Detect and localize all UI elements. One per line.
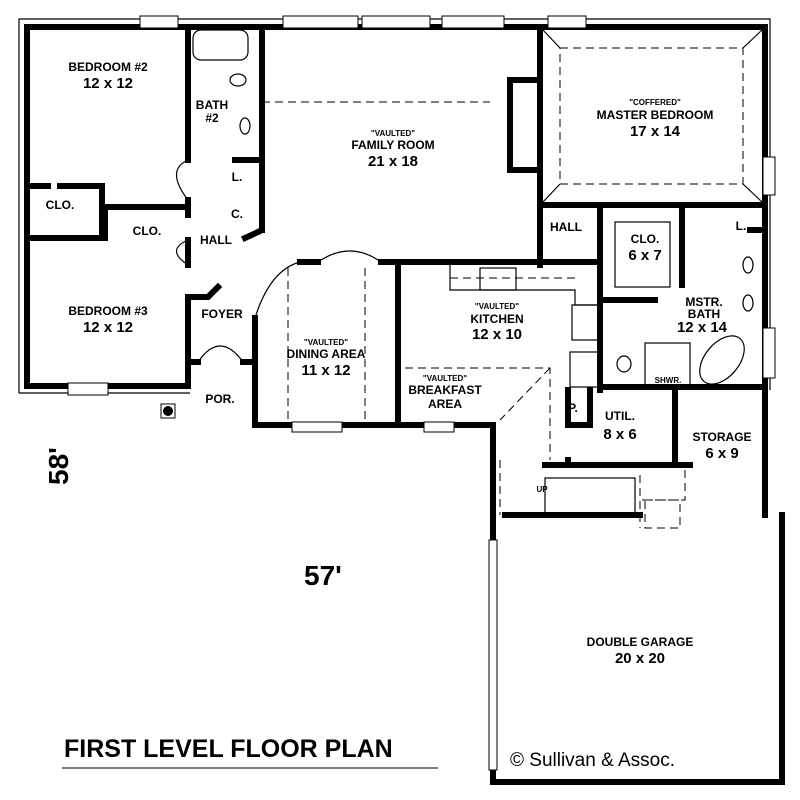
copyright: © Sullivan & Assoc. (510, 750, 675, 771)
breakfast-name2: AREA (428, 397, 462, 411)
depth-dimension: 58' (43, 447, 74, 485)
garage-size: 20 x 20 (615, 650, 665, 667)
linen-label: L. (736, 219, 747, 233)
storage-name: STORAGE (692, 430, 751, 444)
sink-1 (742, 256, 754, 274)
dining-size: 11 x 12 (301, 362, 350, 379)
family-name: FAMILY ROOM (351, 138, 434, 152)
bath2-name2: #2 (205, 111, 219, 125)
room-labels: BEDROOM #2 12 x 12 BATH #2 CLO. CLO. L. … (46, 60, 752, 667)
stairs-up-label: UP (536, 485, 548, 494)
hall-label: HALL (550, 220, 582, 234)
closet-label: CLO. (46, 198, 75, 212)
bath2-name: BATH (196, 98, 228, 112)
master-bath-size: 12 x 14 (677, 319, 728, 336)
bedroom3-name: BEDROOM #3 (68, 304, 148, 318)
stove (571, 304, 599, 341)
coat-closet-label: C. (231, 207, 243, 221)
bathtub-master (699, 335, 745, 385)
sink (239, 117, 251, 135)
closet-label: CLO. (133, 224, 162, 238)
master-closet-name: CLO. (631, 232, 660, 246)
bedroom3-size: 12 x 12 (83, 319, 133, 336)
toilet-master (616, 355, 632, 373)
kitchen-size: 12 x 10 (472, 326, 522, 343)
bathtub (192, 29, 249, 61)
family-size: 21 x 18 (368, 153, 418, 170)
porch-label: POR. (205, 392, 234, 406)
kitchen-name: KITCHEN (470, 312, 523, 326)
bedroom2-name: BEDROOM #2 (68, 60, 148, 74)
pantry-label: P. (568, 401, 578, 415)
master-closet-size: 6 x 7 (628, 247, 661, 264)
master-name: MASTER BEDROOM (597, 108, 714, 122)
refrigerator (569, 351, 599, 388)
kitchen-note: "VAULTED" (475, 302, 519, 311)
breakfast-name: BREAKFAST (408, 383, 482, 397)
shower (644, 342, 691, 386)
kitchen-sink (479, 267, 517, 291)
plan-title: FIRST LEVEL FLOOR PLAN (64, 735, 393, 763)
width-dimension: 57' (304, 560, 342, 591)
family-note: "VAULTED" (371, 129, 415, 138)
linen-label: L. (232, 170, 243, 184)
master-bath-name: MSTR. (685, 295, 722, 309)
dining-name: DINING AREA (287, 347, 366, 361)
bedroom2-size: 12 x 12 (83, 75, 133, 92)
master-bath-name2: BATH (688, 307, 720, 321)
windows (67, 15, 776, 771)
storage-size: 6 x 9 (705, 445, 738, 462)
util-size: 8 x 6 (603, 426, 636, 443)
breakfast-note: "VAULTED" (423, 374, 467, 383)
garage-name: DOUBLE GARAGE (587, 635, 694, 649)
fixtures (160, 29, 754, 514)
sink-2 (742, 294, 754, 312)
master-note: "COFFERED" (629, 98, 681, 107)
dining-note: "VAULTED" (304, 338, 348, 347)
hall-label: HALL (200, 233, 232, 247)
stairs (544, 477, 636, 514)
door-swing (254, 261, 301, 319)
toilet (229, 73, 247, 87)
master-size: 17 x 14 (630, 123, 681, 140)
shower-label: SHWR. (655, 376, 682, 385)
util-name: UTIL. (605, 409, 635, 423)
foyer-label: FOYER (201, 307, 243, 321)
